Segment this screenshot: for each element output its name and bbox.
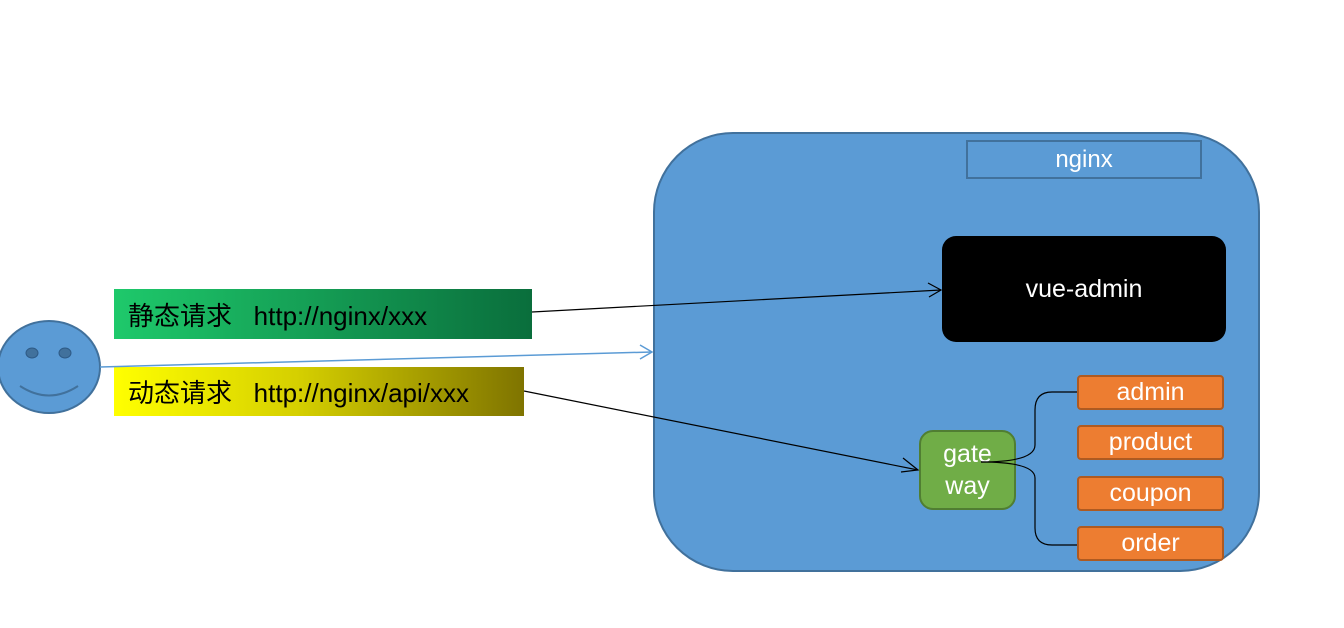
service-admin: admin	[1077, 375, 1224, 410]
gateway-label-line2: way	[945, 472, 990, 500]
smiley-face-icon	[0, 320, 101, 414]
service-label: order	[1121, 529, 1180, 557]
gateway-to-services-connectors	[980, 391, 1077, 546]
dynamic-request-arrow	[523, 390, 920, 473]
dynamic-request-label: 动态请求 http://nginx/api/xxx	[114, 367, 524, 416]
vue-admin-box: vue-admin	[942, 236, 1226, 342]
service-label: product	[1108, 428, 1193, 456]
vue-admin-label: vue-admin	[1025, 274, 1143, 303]
service-order: order	[1077, 526, 1224, 561]
nginx-label: nginx	[966, 140, 1202, 179]
user-to-nginx-arrow	[99, 344, 654, 368]
static-request-arrow	[531, 282, 943, 313]
gateway-label-line1: gate	[943, 440, 992, 468]
service-label: coupon	[1109, 479, 1192, 507]
static-request-label: 静态请求 http://nginx/xxx	[114, 289, 532, 339]
gateway-box: gate way	[919, 430, 1016, 510]
service-product: product	[1077, 425, 1224, 460]
service-label: admin	[1116, 378, 1185, 406]
service-coupon: coupon	[1077, 476, 1224, 511]
static-request-text: 静态请求 http://nginx/xxx	[128, 300, 428, 331]
dynamic-request-text: 动态请求 http://nginx/api/xxx	[128, 378, 470, 408]
